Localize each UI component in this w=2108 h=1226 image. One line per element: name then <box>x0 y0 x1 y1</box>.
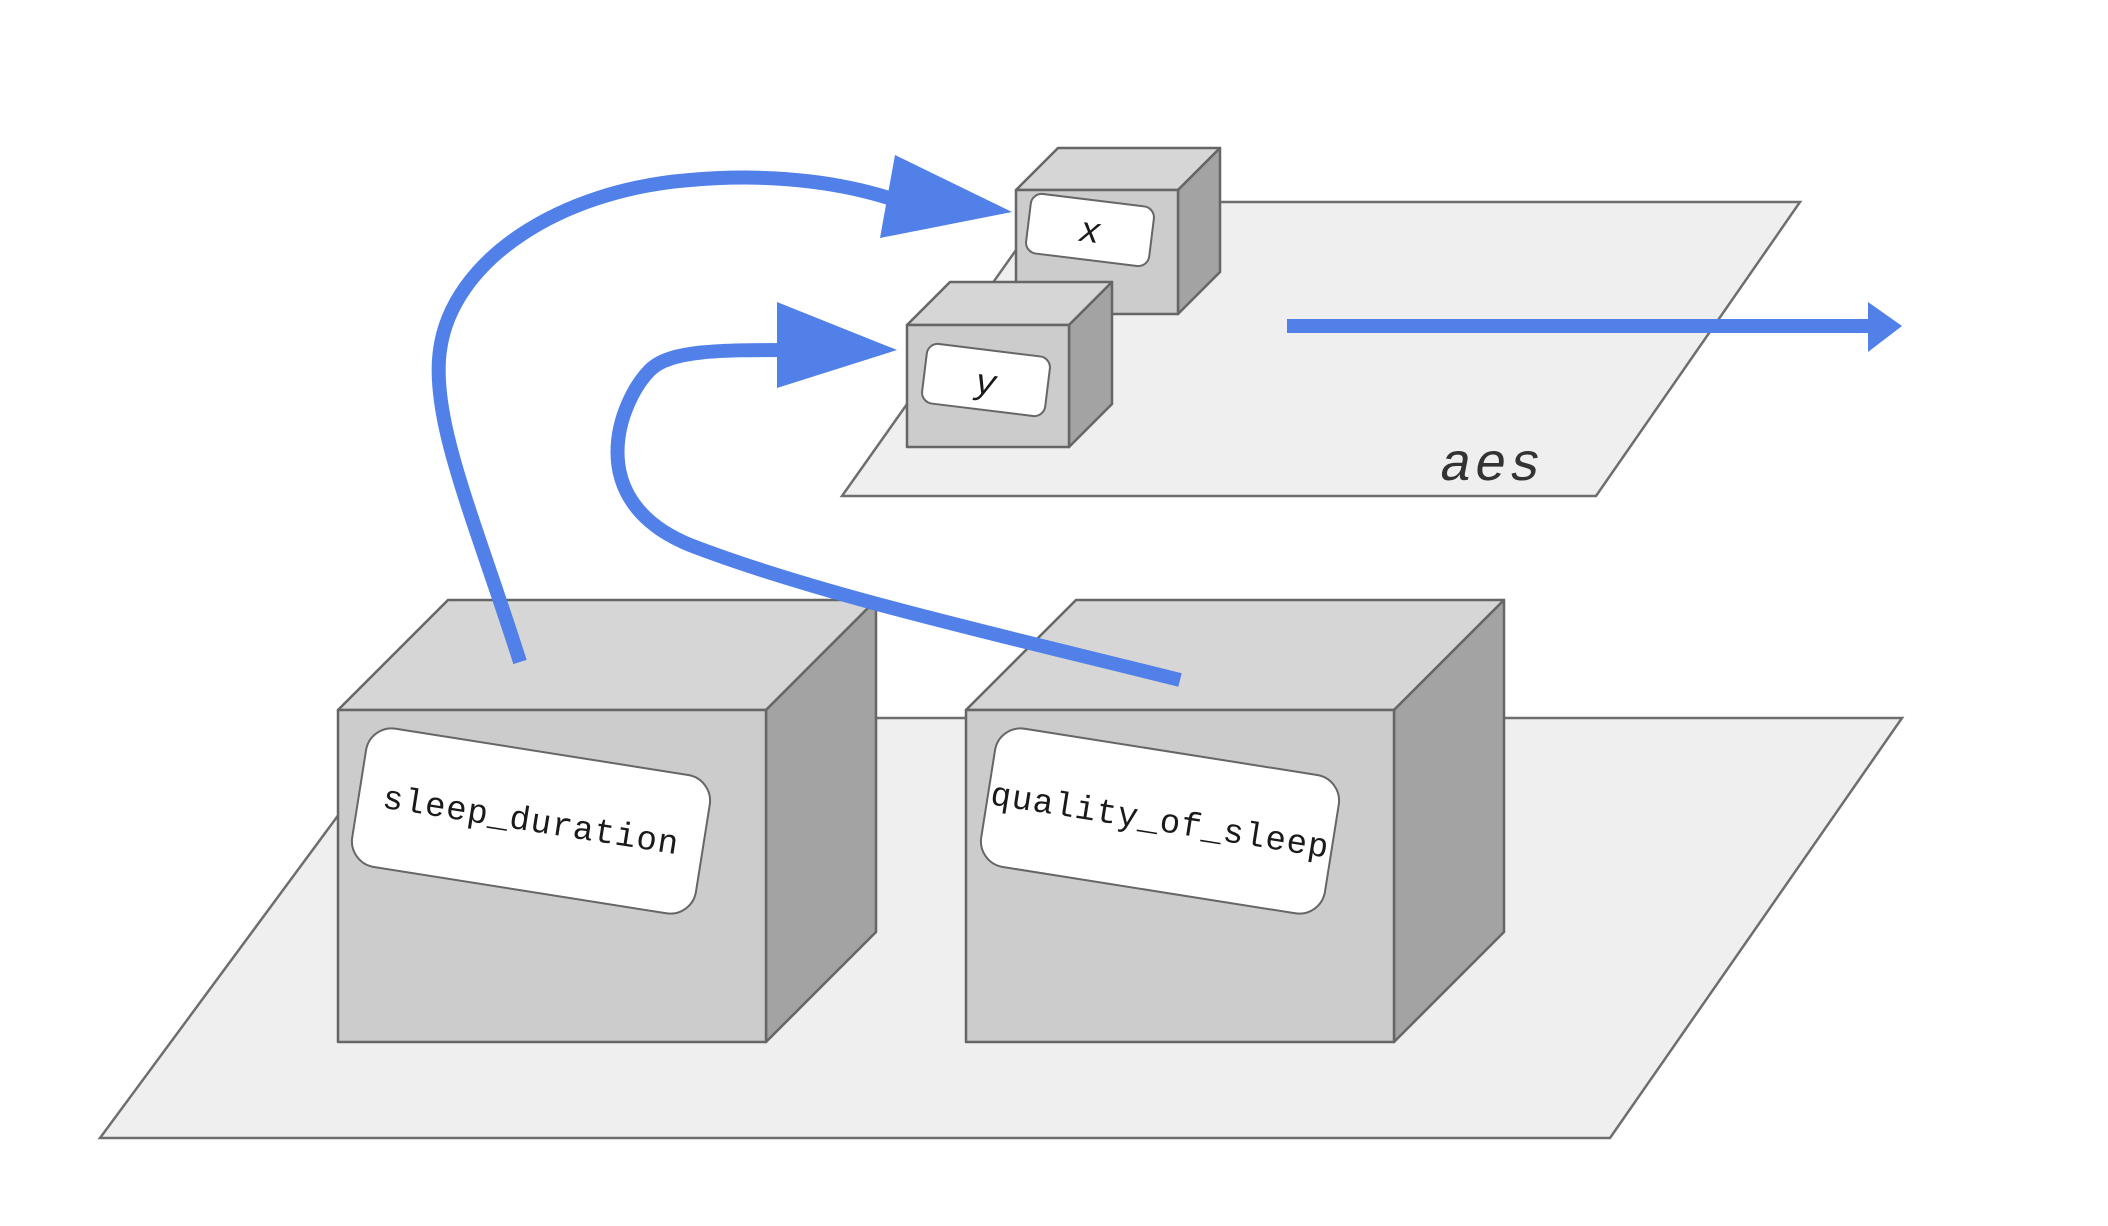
aes-tag-x <box>1025 192 1155 268</box>
aes-plane-label: aes <box>1440 436 1543 497</box>
aes-label-x: x <box>1075 211 1103 254</box>
data-tag-sleep-duration <box>350 727 712 915</box>
data-box-sleep-duration: sleep_duration <box>336 598 878 1044</box>
data-tag-quality-of-sleep <box>979 727 1341 915</box>
data-box-quality-of-sleep: quality_of_sleep <box>964 598 1506 1044</box>
output-arrow <box>1287 302 1902 352</box>
mapping-arrow-quality-to-y <box>610 302 1182 687</box>
mapping-arrow-sleep-duration-to-x <box>431 155 1012 665</box>
aes-box-y: y <box>905 280 1114 449</box>
aes-tag-y <box>921 342 1051 418</box>
